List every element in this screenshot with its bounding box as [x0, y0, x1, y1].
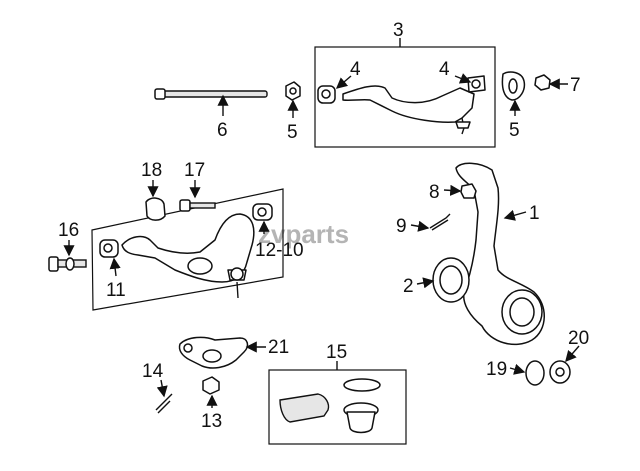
callout-7: 7	[570, 75, 581, 96]
callout-17: 17	[184, 160, 205, 181]
callout-16: 16	[58, 220, 79, 241]
part-13-castle-nut[interactable]	[202, 376, 220, 395]
callout-2: 2	[403, 276, 414, 297]
callout-6: 6	[217, 120, 228, 141]
part-12-bushing[interactable]	[252, 203, 273, 221]
part-17-bolt[interactable]	[179, 199, 216, 212]
callout-20: 20	[568, 328, 589, 349]
callout-1: 1	[529, 203, 540, 224]
part-5-bushing-right[interactable]	[501, 71, 526, 101]
part-3-upper-control-arm[interactable]	[342, 85, 475, 135]
part-7-nut[interactable]	[534, 74, 551, 91]
part-16-cam-bolt[interactable]	[48, 256, 87, 272]
leader-lines	[63, 38, 580, 408]
watermark-text: zvparts	[258, 219, 349, 249]
callout-3: 3	[393, 20, 404, 41]
part-14-cotter-pin[interactable]	[155, 393, 173, 414]
callout-12-10: 12-10	[255, 240, 304, 261]
callout-14: 14	[142, 361, 164, 382]
part-11-bushing[interactable]	[99, 239, 119, 258]
part-2-oil-seal[interactable]	[432, 257, 470, 303]
part-1-steering-knuckle[interactable]	[455, 162, 545, 346]
callout-9: 9	[396, 216, 407, 237]
part-9-cotter-pin[interactable]	[429, 213, 451, 231]
callout-13: 13	[201, 411, 222, 432]
part-21-bracket[interactable]	[178, 336, 249, 369]
callout-11: 11	[106, 280, 126, 301]
callout-4-right: 4	[439, 59, 450, 80]
callout-5-left: 5	[287, 122, 298, 143]
callout-21: 21	[268, 337, 289, 358]
callout-18: 18	[141, 160, 162, 181]
part-20-nut[interactable]	[549, 360, 571, 384]
upper-arm-group-box	[314, 46, 496, 148]
callout-8: 8	[429, 182, 440, 203]
part-4-bushing-left[interactable]	[317, 85, 336, 104]
part-8-nut[interactable]	[460, 183, 477, 199]
part-10-lower-control-arm[interactable]	[121, 213, 255, 299]
part-6-rod[interactable]	[154, 88, 268, 100]
part-18-bushing[interactable]	[145, 197, 166, 221]
callout-5-right: 5	[509, 120, 520, 141]
callout-19: 19	[486, 359, 507, 380]
callout-labels: 1 2 3 4 4 5 5 6 7 8 9 11 12-10 13 14 15 …	[58, 20, 589, 432]
part-4-bushing-right[interactable]	[467, 75, 486, 93]
callout-4-left: 4	[350, 59, 361, 80]
part-15-ball-joint-kit[interactable]	[279, 378, 381, 434]
part-19-dust-cover[interactable]	[525, 360, 545, 386]
callout-15: 15	[326, 342, 347, 363]
part-5-nut-left[interactable]	[285, 81, 301, 101]
lower-arm-group-box	[91, 188, 284, 311]
